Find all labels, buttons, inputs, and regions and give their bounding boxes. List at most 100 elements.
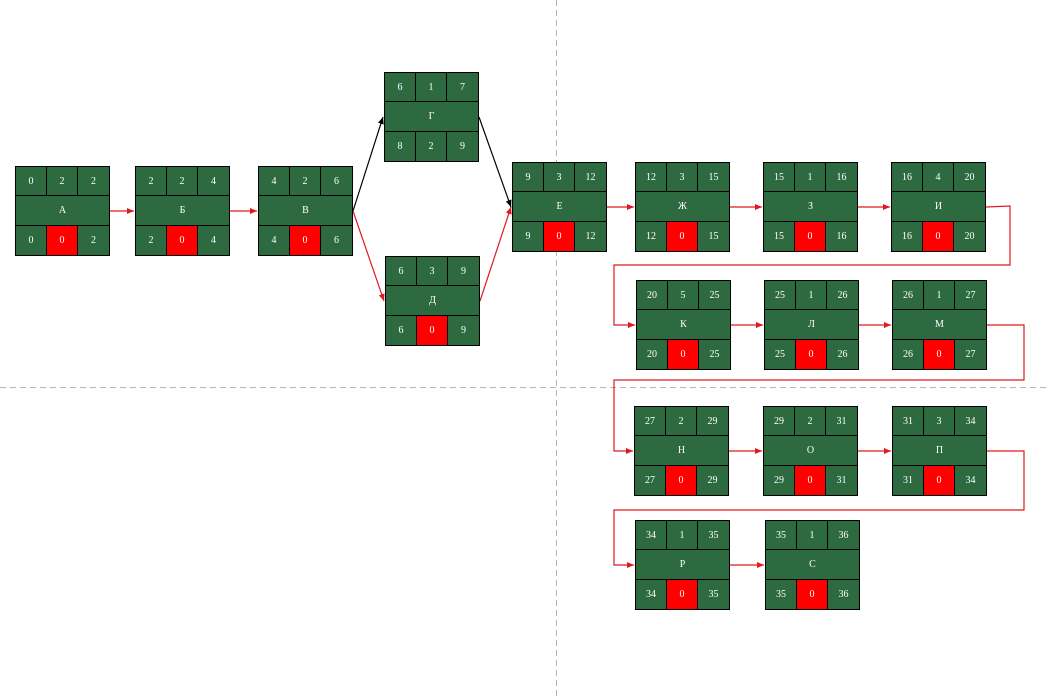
node-slack: 0 (544, 221, 575, 251)
node-activity-name: З (764, 192, 857, 222)
node-duration: 1 (796, 281, 827, 311)
node-slack: 0 (167, 225, 198, 255)
node-late-finish: 6 (334, 234, 339, 246)
node-slack: 0 (795, 465, 826, 495)
node-duration: 2 (47, 167, 78, 197)
node-duration: 1 (795, 163, 826, 193)
edge-p-to-r (613, 450, 1025, 568)
node-late-start: 6 (386, 315, 417, 345)
edges-layer (110, 116, 1025, 568)
node-early-start: 6 (385, 73, 416, 103)
node-late-start: 20 (637, 339, 668, 369)
node-early-finish: 7 (447, 73, 478, 103)
node-duration: 1 (797, 521, 828, 551)
node-late-finish: 29 (707, 474, 718, 486)
node-activity-name: Л (765, 310, 858, 340)
node-early-start: 16 (892, 163, 923, 193)
node-late-finish: 2 (91, 234, 96, 246)
node-slack: 0 (667, 579, 698, 609)
node-early-start: 25 (765, 281, 796, 311)
node-late-start: 34 (636, 579, 667, 609)
node-late-start: 9 (513, 221, 544, 251)
node-late-finish: 27 (965, 348, 976, 360)
node-activity-name: Г (385, 102, 478, 132)
node-early-finish: 26 (827, 281, 858, 311)
node-activity-name: Б (136, 196, 229, 226)
node-duration: 2 (666, 407, 697, 437)
node-slack: 0 (667, 221, 698, 251)
edge-v-to-g (352, 116, 384, 212)
node-activity-name: О (764, 436, 857, 466)
node-activity-name: К (637, 310, 730, 340)
node-early-start: 20 (637, 281, 668, 311)
node-early-finish: 27 (955, 281, 986, 311)
edge-v-to-d (352, 210, 385, 302)
node-duration: 3 (924, 407, 955, 437)
node-early-start: 2 (136, 167, 167, 197)
node-slack: 0 (666, 465, 697, 495)
node-slack: 0 (795, 221, 826, 251)
node-late-finish: 16 (836, 230, 847, 242)
node-early-start: 27 (635, 407, 666, 437)
node-late-start: 35 (766, 579, 797, 609)
node-slack: 0 (47, 225, 78, 255)
node-duration: 2 (167, 167, 198, 197)
node-late-finish: 20 (964, 230, 975, 242)
node-late-finish: 36 (838, 588, 849, 600)
node-late-finish: 31 (836, 474, 847, 486)
node-early-start: 34 (636, 521, 667, 551)
node-activity-name: И (892, 192, 985, 222)
node-activity-name: Н (635, 436, 728, 466)
edge-d-to-e (479, 206, 512, 302)
node-duration: 4 (923, 163, 954, 193)
node-duration: 1 (924, 281, 955, 311)
node-activity-name: Д (386, 286, 479, 316)
node-early-start: 29 (764, 407, 795, 437)
node-slack: 0 (417, 315, 448, 345)
node-slack: 0 (797, 579, 828, 609)
node-late-finish: 4 (211, 234, 216, 246)
node-early-finish: 20 (954, 163, 985, 193)
node-late-finish: 25 (709, 348, 720, 360)
node-early-start: 4 (259, 167, 290, 197)
node-early-start: 35 (766, 521, 797, 551)
edge-i-to-k (613, 205, 1011, 328)
node-late-start: 31 (893, 465, 924, 495)
node-late-start: 27 (635, 465, 666, 495)
node-early-finish: 25 (699, 281, 730, 311)
node-late-finish: 26 (837, 348, 848, 360)
node-early-start: 26 (893, 281, 924, 311)
node-late-finish: 34 (965, 474, 976, 486)
node-activity-name: Ж (636, 192, 729, 222)
node-activity-name: В (259, 196, 352, 226)
node-slack: 0 (668, 339, 699, 369)
node-late-start: 4 (259, 225, 290, 255)
node-duration: 1 (416, 73, 447, 103)
node-activity-name: Р (636, 550, 729, 580)
node-early-finish: 34 (955, 407, 986, 437)
node-late-finish: 35 (708, 588, 719, 600)
node-activity-name: П (893, 436, 986, 466)
node-duration: 2 (290, 167, 321, 197)
node-early-start: 12 (636, 163, 667, 193)
node-activity-name: С (766, 550, 859, 580)
node-late-finish: 15 (708, 230, 719, 242)
node-late-start: 15 (764, 221, 795, 251)
node-slack: 0 (924, 339, 955, 369)
node-early-finish: 4 (198, 167, 229, 197)
node-slack: 2 (416, 131, 447, 161)
node-late-start: 16 (892, 221, 923, 251)
node-late-start: 26 (893, 339, 924, 369)
